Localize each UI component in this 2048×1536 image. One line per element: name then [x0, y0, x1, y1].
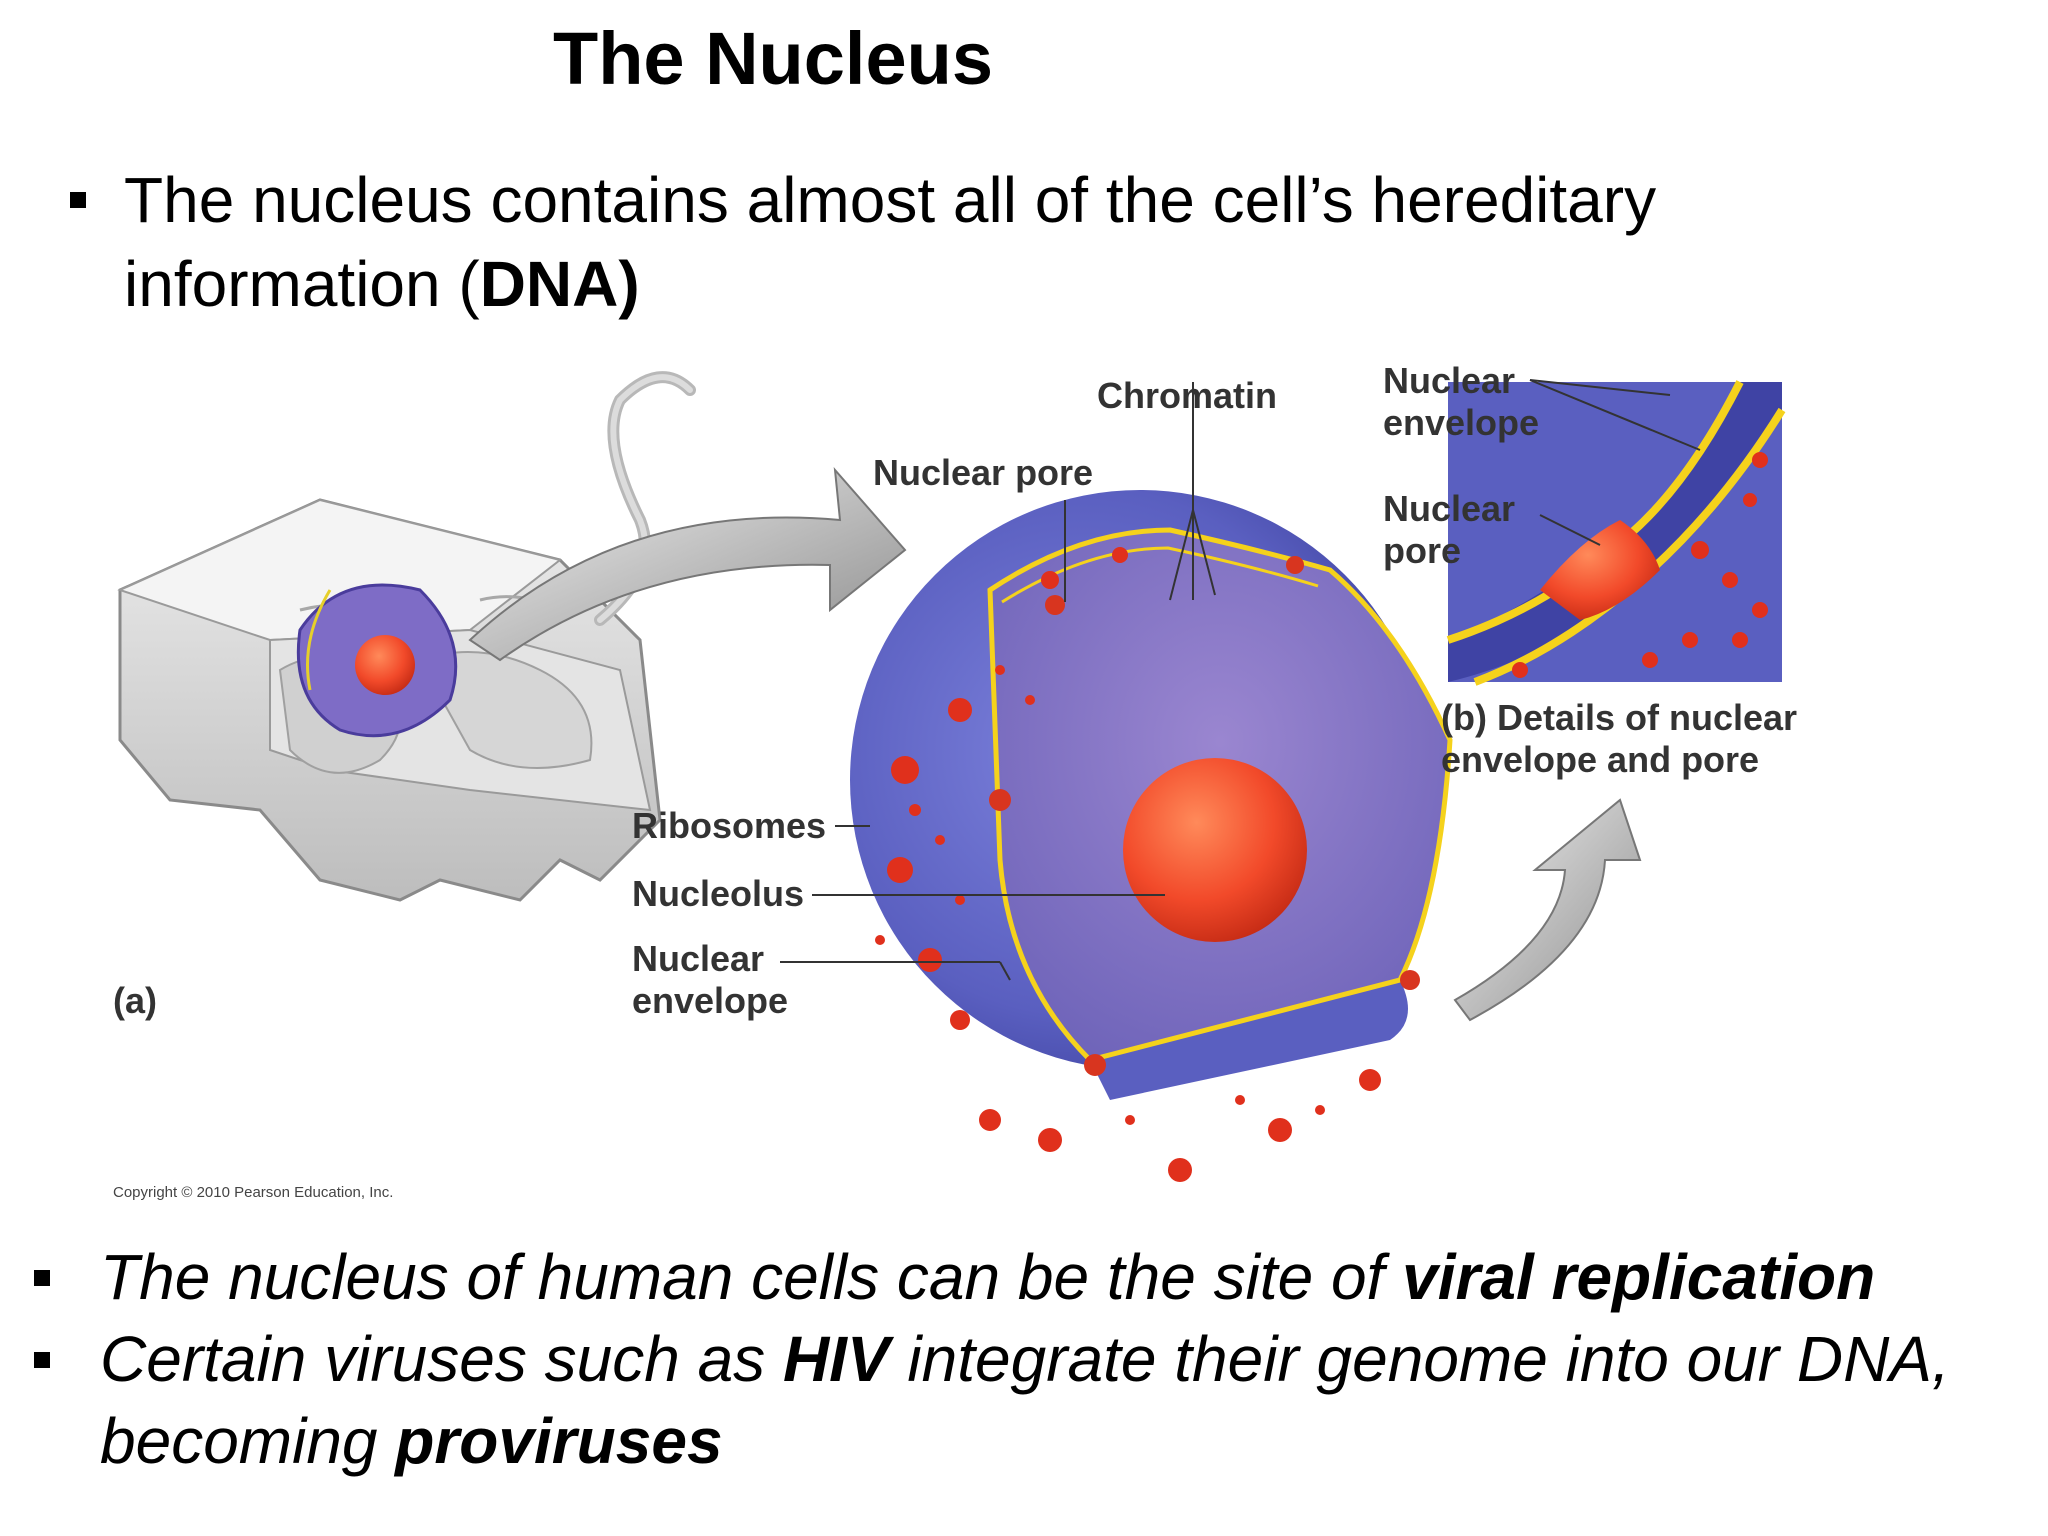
bullet-marker — [34, 1352, 50, 1368]
label-nuclear-envelope-line1: Nuclear — [632, 938, 765, 979]
bullet-marker — [70, 192, 86, 208]
label-nuclear-envelope-line2: envelope — [632, 980, 789, 1021]
bullet-text-plain-2: integrate their genome into our DNA, bec… — [100, 1323, 1950, 1477]
label-ribosomes: Ribosomes — [632, 805, 827, 846]
bullet-marker — [34, 1270, 50, 1286]
caption-panel-b-tag: (b) — [1441, 697, 1487, 738]
bullet-hiv-proviruses: Certain viruses such as HIV integrate th… — [26, 1318, 2026, 1482]
bullet-text-bold: HIV — [782, 1323, 890, 1395]
zoom-arrow-a — [468, 466, 907, 662]
bullet-text: The nucleus contains almost all of the c… — [124, 158, 1924, 326]
bullet-text-bold: DNA) — [479, 248, 640, 320]
bullet-text-plain: The nucleus of human cells can be the si… — [100, 1241, 1403, 1313]
label-chromatin: Chromatin — [1097, 375, 1277, 416]
leader-lines — [780, 379, 1701, 981]
zoom-arrow-b — [1453, 798, 1642, 1022]
bullet-viral-replication: The nucleus of human cells can be the si… — [26, 1236, 2026, 1318]
bullet-text-bold-2: proviruses — [395, 1405, 723, 1477]
bullet-text-plain: Certain viruses such as — [100, 1323, 783, 1395]
nucleus-sphere — [850, 490, 1453, 1182]
label-b-nuclear-pore-line2: pore — [1383, 530, 1462, 571]
panel-b-detail — [1446, 380, 1786, 686]
label-nuclear-envelope: Nuclear envelope — [632, 938, 788, 1022]
label-panel-a: (a) — [113, 980, 157, 1021]
label-nucleolus: Nucleolus — [632, 873, 805, 914]
cell-cutaway — [117, 371, 696, 902]
label-b-nuclear-envelope-line1: Nuclear — [1383, 360, 1516, 401]
label-nuclear-pore: Nuclear pore — [873, 452, 1094, 493]
label-b-nuclear-pore-line1: Nuclear — [1383, 488, 1516, 529]
bottom-bullets: The nucleus of human cells can be the si… — [26, 1236, 2026, 1482]
nucleus-illustration — [117, 371, 1786, 1182]
slide-title: The Nucleus — [553, 17, 993, 100]
bullet-text-plain: The nucleus contains almost all of the c… — [124, 164, 1657, 320]
bullet-text-bold: viral replication — [1402, 1241, 1876, 1313]
label-b-nuclear-envelope: Nuclear envelope — [1383, 360, 1539, 444]
caption-panel-b-line1: Details of nuclear — [1486, 697, 1798, 738]
label-b-nuclear-envelope-line2: envelope — [1383, 402, 1540, 443]
copyright-notice: Copyright © 2010 Pearson Education, Inc. — [113, 1184, 394, 1201]
caption-panel-b-line2: envelope and pore — [1441, 739, 1760, 780]
label-b-nuclear-pore: Nuclear pore — [1383, 488, 1515, 572]
nucleus-figure: Chromatin Nuclear pore Ribosomes Nucleol… — [0, 340, 2048, 1220]
caption-panel-b: (b) Details of nuclear envelope and pore — [1441, 697, 1797, 781]
